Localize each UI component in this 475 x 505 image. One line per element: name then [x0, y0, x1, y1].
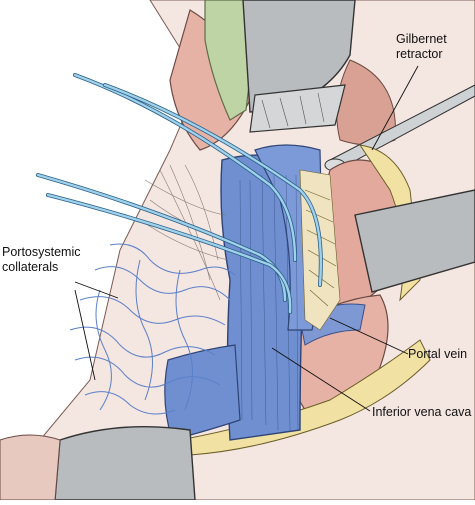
inferior-vena-cava-label: Inferior vena cava	[372, 405, 472, 419]
portosystemic-label-line1: Portosystemic	[2, 245, 81, 259]
portal-vein-label: Portal vein	[408, 347, 468, 361]
liver-tissue	[204, 0, 253, 121]
gilbernet-retractor-label: Gilbernet retractor	[396, 32, 447, 62]
gilbernet-label-line1: Gilbernet	[396, 32, 447, 46]
leader-lines	[74, 65, 419, 412]
portosystemic-collateral-vessels	[69, 243, 236, 415]
portosystemic-collaterals-label: Portosystemic collaterals	[2, 245, 81, 275]
vessel-loops	[36, 73, 323, 314]
top-retractor	[242, 0, 356, 133]
portosystemic-label-line2: collaterals	[2, 260, 59, 274]
bottom-retractors	[0, 425, 196, 501]
gilbernet-label-line2: retractor	[396, 47, 443, 61]
right-retractor	[354, 189, 475, 293]
